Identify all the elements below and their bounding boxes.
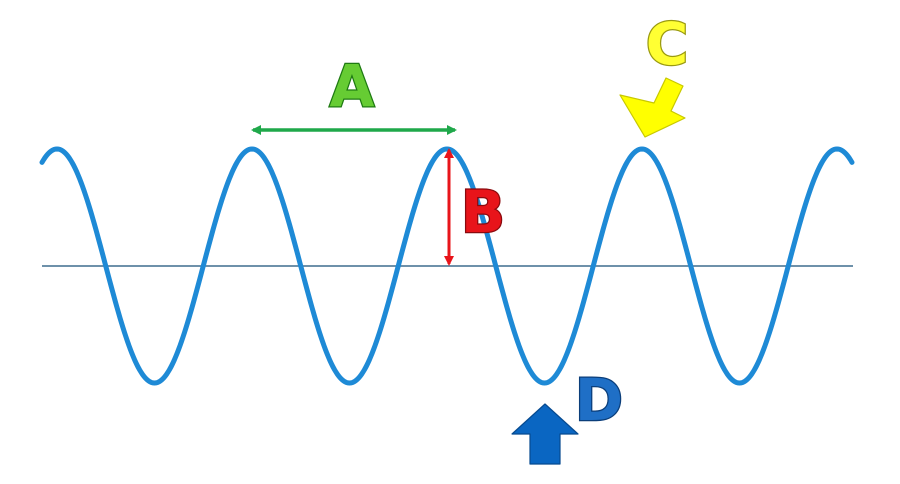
crest-arrow-icon: [619, 77, 686, 138]
label-c: C: [646, 10, 689, 78]
label-d: D: [575, 366, 623, 434]
label-b: B: [461, 178, 505, 246]
label-a: A: [330, 52, 375, 120]
trough-arrow-icon: [511, 403, 579, 465]
